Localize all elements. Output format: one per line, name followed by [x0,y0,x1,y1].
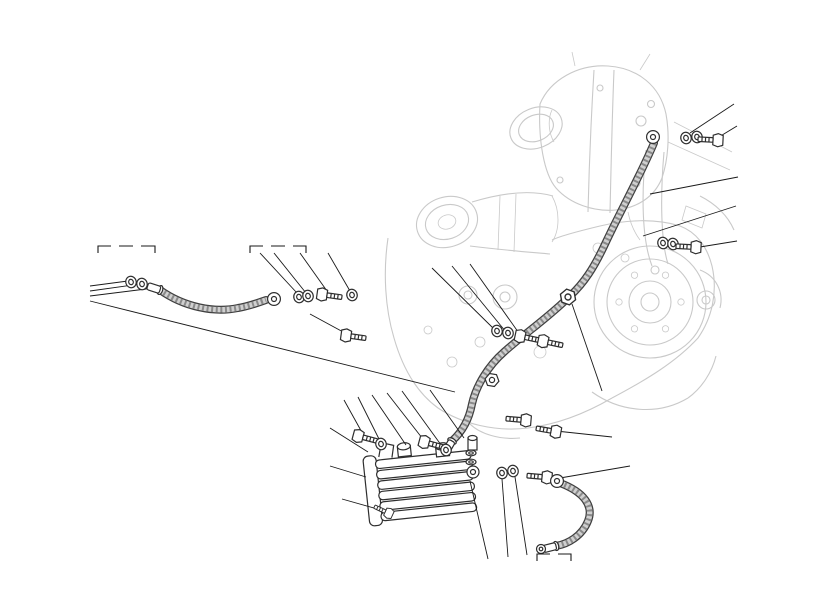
callout-bracket [249,245,307,253]
callout-leader-line [371,394,407,446]
engine-assembly [384,51,735,439]
callout-brackets [97,245,572,561]
callout-leader-line [299,252,328,292]
callout-leader-line [501,478,509,558]
callout-leader-line [555,430,613,438]
sealing-washer [344,287,360,303]
callout-leader-line [469,263,522,337]
banjo-union [267,292,281,306]
mounting-bolt [675,238,702,255]
banjo-union [538,546,544,552]
callout-leader-line [429,389,465,439]
sealing-washer [123,274,139,290]
hose-braid-texture [450,141,657,444]
callout-leader-line [273,252,307,294]
sealing-washer [505,463,521,479]
callout-leader-line [329,427,369,453]
oil-cooler-inlet-port [396,442,412,458]
callout-leader-line [451,265,507,333]
oil-hose-short [156,286,270,314]
oil-hose-return [552,479,594,550]
callout-leader-line [357,396,382,444]
hose-end-fitting [145,281,165,296]
callout-leader-line [642,205,737,237]
banjo-union [549,474,565,488]
callout-leader-line [329,465,367,478]
cooler-outlet-stack [465,434,480,479]
callout-leader-line [89,280,129,287]
oil-hose-delivery [448,139,658,445]
callout-leader-line [559,465,631,479]
banjo-bolt [536,333,565,353]
callout-leader-line [386,392,427,444]
callout-leader-line [649,176,739,195]
union-bolt [339,327,368,346]
hose-body [449,140,657,444]
hose-braid-texture [555,480,593,549]
banjo-bolt [525,468,554,485]
callout-leader-line [469,480,489,560]
banjo-bolt [504,411,533,428]
sealing-washer [500,325,516,341]
hose-braid-texture [158,287,267,313]
callout-leader-lines [89,103,739,560]
callout-leader-line [699,240,738,248]
callout-leader-line [431,267,495,330]
callout-leader-line [401,390,445,450]
callout-leader-line [259,252,298,294]
callout-bracket [97,245,156,253]
banjo-bolt [315,286,344,305]
callout-leader-line [571,303,603,392]
callout-leader-line [689,103,735,134]
callout-leader-line [327,252,351,292]
sealing-washer [494,465,510,481]
callout-leader-line [89,300,456,393]
fittings-and-washers [123,129,724,555]
banjo-union [645,130,661,144]
callout-leader-line [309,313,346,334]
callout-leader-line [514,476,528,556]
callout-bracket [536,553,572,561]
hose-outline [448,139,658,445]
